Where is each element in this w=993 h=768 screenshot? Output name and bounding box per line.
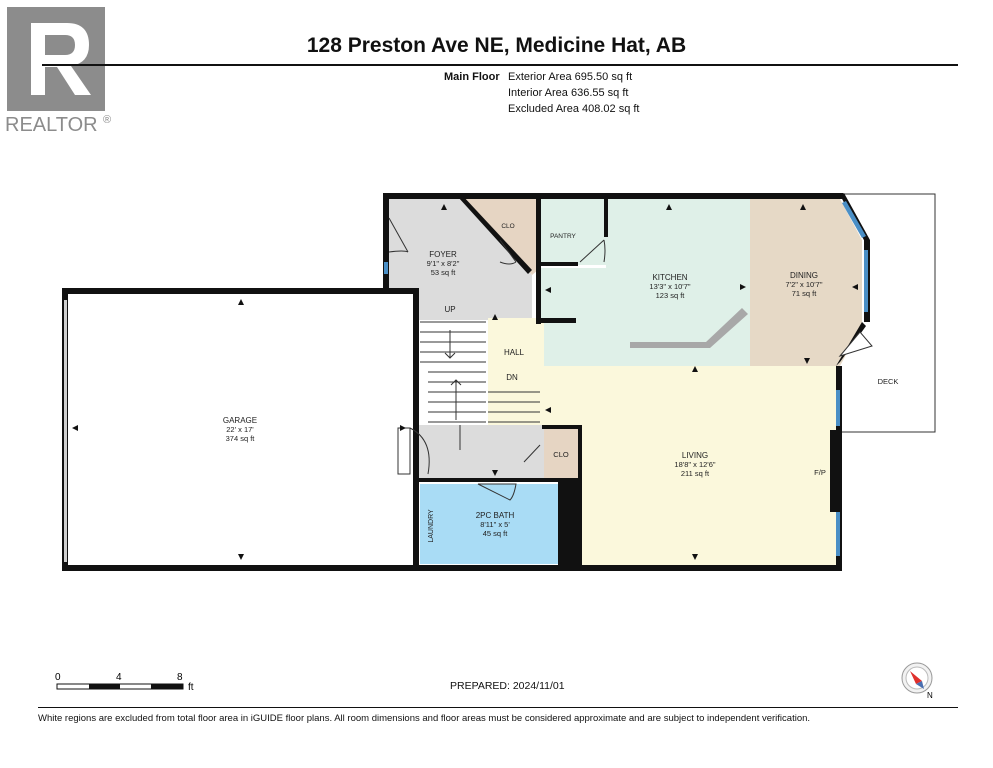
interior-area: Interior Area 636.55 sq ft bbox=[508, 87, 629, 99]
up-label: UP bbox=[444, 305, 455, 314]
closet-bottom bbox=[544, 428, 580, 478]
exterior-area: Exterior Area 695.50 sq ft bbox=[508, 71, 633, 83]
living-area: 211 sq ft bbox=[681, 469, 710, 478]
garage-dims: 22' x 17' bbox=[226, 425, 254, 434]
fireplace-label: F/P bbox=[814, 468, 826, 477]
pantry-room bbox=[540, 199, 606, 265]
windows bbox=[64, 201, 868, 562]
garage-area: 374 sq ft bbox=[226, 434, 256, 443]
scale-tick-4: 4 bbox=[116, 672, 122, 683]
scale-tick-0: 0 bbox=[55, 672, 61, 683]
scale-bar: 0 4 8 ft bbox=[55, 672, 194, 693]
kitchen-room bbox=[540, 199, 750, 366]
dining-name: DINING bbox=[790, 271, 818, 280]
laundry-label: LAUNDRY bbox=[428, 509, 435, 543]
closet-top-label: CLO bbox=[501, 223, 514, 230]
north-label: N bbox=[927, 691, 933, 700]
foyer-dims: 9'1" x 8'2" bbox=[427, 259, 460, 268]
prepared-date: PREPARED: 2024/11/01 bbox=[450, 680, 565, 692]
footer-divider bbox=[38, 707, 958, 708]
garage-name: GARAGE bbox=[223, 416, 257, 425]
excluded-area: Excluded Area 408.02 sq ft bbox=[508, 103, 640, 115]
foyer-area: 53 sq ft bbox=[431, 268, 457, 277]
realtor-r-icon bbox=[31, 23, 91, 95]
scale-tick-8: 8 bbox=[177, 672, 183, 683]
living-room bbox=[544, 366, 836, 565]
living-dims: 18'8" x 12'6" bbox=[674, 460, 715, 469]
kitchen-name: KITCHEN bbox=[652, 273, 687, 282]
registered-mark: ® bbox=[103, 114, 111, 126]
lower-hall bbox=[418, 425, 544, 480]
garage-room bbox=[64, 293, 414, 565]
bath-name: 2PC BATH bbox=[476, 511, 515, 520]
dining-area: 71 sq ft bbox=[792, 289, 818, 298]
closet-bottom-label: CLO bbox=[553, 450, 569, 459]
pantry-label: PANTRY bbox=[550, 233, 576, 240]
dining-room bbox=[750, 199, 862, 366]
title-divider bbox=[42, 64, 958, 66]
page-title: 128 Preston Ave NE, Medicine Hat, AB bbox=[306, 34, 687, 57]
realtor-logo-text: REALTOR bbox=[5, 114, 98, 135]
dining-dims: 7'2" x 10'7" bbox=[786, 280, 823, 289]
floor-label: Main Floor bbox=[444, 71, 500, 83]
deck-outline bbox=[842, 193, 936, 433]
kitchen-counter bbox=[630, 308, 748, 348]
kitchen-dims: 13'3" x 10'7" bbox=[649, 282, 690, 291]
scale-unit: ft bbox=[188, 682, 194, 693]
dn-label: DN bbox=[506, 373, 518, 382]
deck-label: DECK bbox=[878, 377, 899, 386]
compass-icon: N bbox=[901, 662, 933, 700]
dimension-arrows bbox=[72, 204, 858, 560]
footer-note: White regions are excluded from total fl… bbox=[38, 713, 811, 724]
bath-room bbox=[420, 484, 560, 564]
door-swings bbox=[388, 217, 873, 501]
living-name: LIVING bbox=[682, 451, 708, 460]
bath-dims: 8'11" x 5' bbox=[480, 520, 510, 529]
kitchen-area: 123 sq ft bbox=[656, 291, 686, 300]
foyer-room bbox=[388, 197, 532, 328]
hall-label: HALL bbox=[504, 348, 525, 357]
foyer-name: FOYER bbox=[429, 250, 457, 259]
stairs bbox=[420, 321, 540, 450]
hall-area bbox=[488, 318, 750, 425]
realtor-logo: REALTOR ® bbox=[5, 7, 111, 135]
bath-area: 45 sq ft bbox=[483, 529, 509, 538]
